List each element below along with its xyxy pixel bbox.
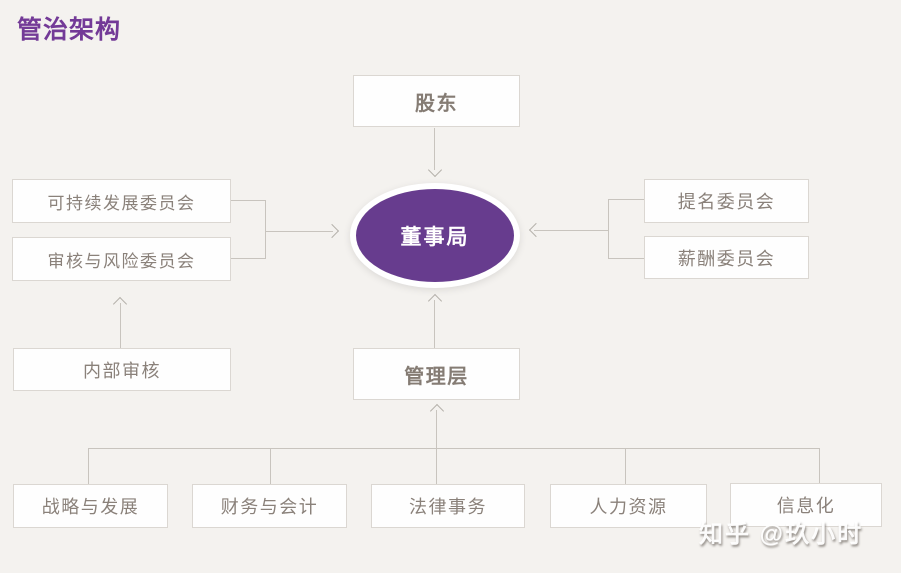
node-shareholders: 股东 — [353, 75, 520, 127]
node-legal-affairs-label: 法律事务 — [409, 497, 487, 517]
node-finance-accounting: 财务与会计 — [192, 484, 347, 528]
node-board-ellipse: 董事局 — [350, 183, 520, 288]
connector-audit-risk-stub — [231, 258, 266, 259]
node-nomination-committee: 提名委员会 — [644, 179, 809, 223]
connector-internal-audit-up — [120, 303, 121, 348]
arrowhead-up-icon — [429, 403, 445, 419]
node-management: 管理层 — [353, 348, 520, 400]
connector-management-to-board — [434, 300, 435, 348]
arrowhead-up-icon — [427, 293, 443, 309]
node-strategy-development-label: 战略与发展 — [41, 497, 140, 517]
arrowhead-right-icon — [324, 223, 340, 239]
node-human-resources-label: 人力资源 — [589, 497, 668, 517]
connector-shareholders-to-board — [434, 128, 435, 170]
node-management-label: 管理层 — [404, 365, 469, 388]
connector-departments-center — [436, 410, 437, 484]
node-sustainability-committee-label: 可持续发展委员会 — [47, 193, 196, 213]
node-audit-risk-committee: 审核与风险委员会 — [12, 237, 231, 281]
node-remuneration-committee: 薪酬委员会 — [644, 236, 809, 279]
connector-remuneration-stub — [609, 258, 644, 259]
node-finance-accounting-label: 财务与会计 — [220, 497, 319, 517]
connector-drop-strategy — [88, 448, 89, 484]
connector-departments-horizontal — [88, 448, 820, 449]
connector-drop-finance — [270, 448, 271, 484]
watermark: 知乎 @玖小时 — [699, 521, 864, 548]
node-strategy-development: 战略与发展 — [13, 484, 168, 528]
node-legal-affairs: 法律事务 — [371, 484, 525, 528]
node-internal-audit: 内部审核 — [13, 348, 231, 391]
node-board-label: 董事局 — [400, 225, 470, 249]
node-internal-audit-label: 内部审核 — [83, 360, 161, 381]
connector-left-vertical — [265, 200, 266, 259]
arrowhead-up-icon — [112, 296, 128, 312]
connector-right-vertical — [608, 199, 609, 259]
connector-drop-it — [819, 448, 820, 483]
node-board: 董事局 — [356, 189, 514, 282]
connector-drop-hr — [625, 448, 626, 484]
node-human-resources: 人力资源 — [550, 484, 707, 528]
node-remuneration-committee-label: 薪酬委员会 — [677, 248, 776, 269]
node-informatization-label: 信息化 — [776, 496, 836, 516]
connector-nomination-stub — [609, 199, 644, 200]
connector-right-to-board — [534, 230, 608, 231]
connector-left-to-board — [265, 231, 333, 232]
arrowhead-left-icon — [528, 222, 544, 238]
node-shareholders-label: 股东 — [415, 92, 458, 115]
page-title: 管治架构 — [17, 16, 122, 44]
node-sustainability-committee: 可持续发展委员会 — [12, 179, 231, 223]
node-audit-risk-committee-label: 审核与风险委员会 — [47, 251, 196, 271]
node-informatization: 信息化 — [730, 483, 882, 527]
arrowhead-down-icon — [427, 162, 443, 178]
node-nomination-committee-label: 提名委员会 — [677, 192, 776, 212]
connector-sustainability-stub — [231, 200, 266, 201]
